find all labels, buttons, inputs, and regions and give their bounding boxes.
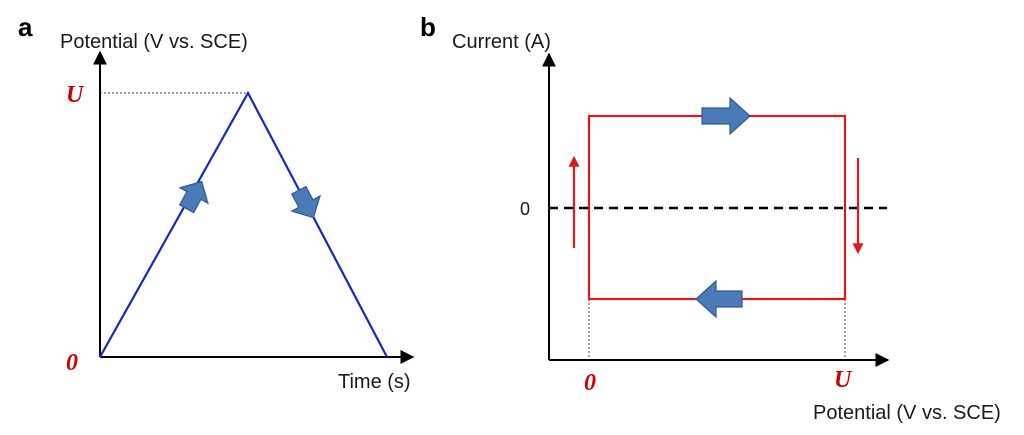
panel-b: b Current (A) 0 0 U Potential (V vs. SCE… (420, 12, 1001, 424)
panel-b-u-label: U (834, 367, 853, 393)
panel-a-down-arrow-icon (290, 185, 322, 219)
panel-b-y-axis-title: Current (A) (452, 31, 551, 53)
panel-b-letter: b (420, 12, 436, 42)
panel-b-forward-arrow-icon (701, 96, 751, 136)
panel-a-letter: a (18, 12, 33, 42)
panel-a-x-axis-title: Time (s) (338, 371, 411, 393)
panel-a-u-label: U (66, 82, 85, 108)
panel-b-x-axis-title: Potential (V vs. SCE) (813, 402, 1001, 424)
panel-b-zero-label: 0 (584, 370, 596, 396)
panel-a-triangle-waveform (99, 90, 388, 358)
panel-b-reverse-arrow-icon (695, 279, 743, 319)
panel-b-zero-current-label: 0 (520, 199, 530, 219)
panel-a-y-axis-title: Potential (V vs. SCE) (60, 31, 248, 53)
panel-a-zero-label: 0 (66, 350, 78, 376)
panel-a-up-arrow-icon (178, 180, 209, 214)
panel-a: a Potential (V vs. SCE) U 0 Time (s) (18, 12, 415, 393)
